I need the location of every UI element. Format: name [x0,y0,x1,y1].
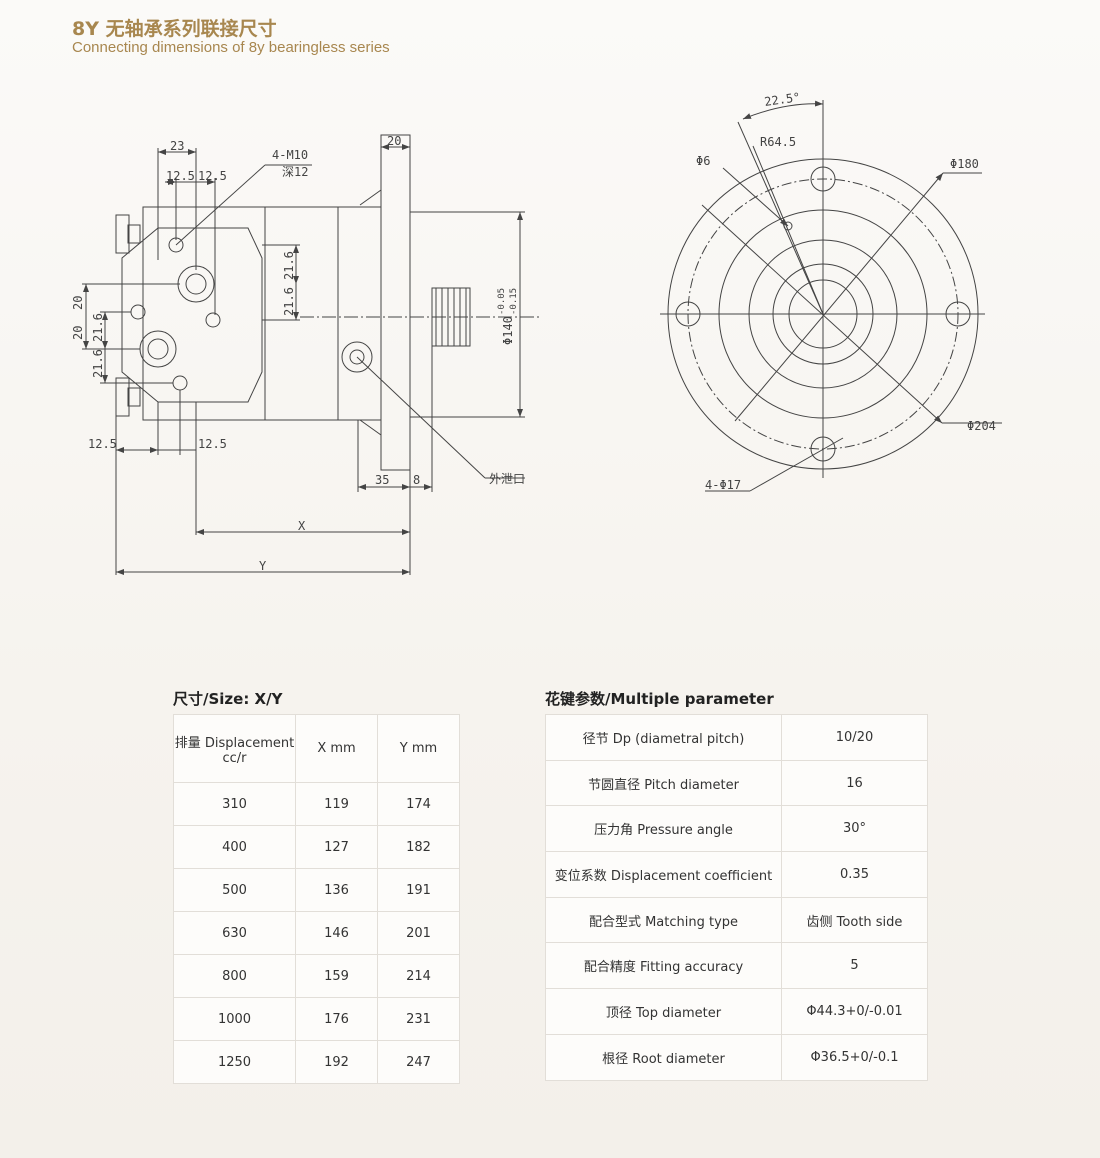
dim-x: X [298,519,306,533]
dim-12-5: 12.5 [166,169,195,183]
dia-204-label: Φ204 [967,419,996,433]
shaft-tol-lower: -0.15 [509,288,519,315]
param-name: 配合型式 Matching type [545,896,782,944]
cell-displacement: 800 [173,954,296,998]
cell-y: 231 [377,997,460,1041]
shaft-tol-upper: -0.05 [497,288,507,315]
dim-20: 20 [387,134,401,148]
param-name: 径节 Dp (diametral pitch) [545,714,782,761]
param-value: Φ36.5+0/-0.1 [781,1033,928,1081]
holes-label: 4-Φ17 [705,478,741,492]
dim-35: 35 [375,473,389,487]
table-row: 径节 Dp (diametral pitch)10/20 [545,714,928,761]
cell-x: 146 [295,911,378,955]
cell-x: 176 [295,997,378,1041]
cell-displacement: 310 [173,782,296,826]
param-name: 顶径 Top diameter [545,988,782,1035]
cell-y: 247 [377,1040,460,1084]
param-name: 变位系数 Displacement coefficient [545,851,782,898]
cell-y: 174 [377,782,460,826]
thread-depth: 深12 [282,165,308,179]
table-header-row: 排量 Displacement cc/r X mm Y mm [173,714,460,783]
dim-20: 20 [71,326,85,340]
radius-label: R64.5 [760,135,796,149]
spline-table-caption: 花键参数/Multiple parameter [545,690,774,708]
dim-23: 23 [170,139,184,153]
dim-20: 20 [71,296,85,310]
param-value: 30° [781,805,928,853]
dia-180-label: Φ180 [950,157,979,171]
spline-table: 径节 Dp (diametral pitch)10/20 节圆直径 Pitch … [545,714,928,1081]
cell-displacement: 630 [173,911,296,955]
cell-displacement: 1000 [173,997,296,1041]
cell-x: 192 [295,1040,378,1084]
cell-x: 127 [295,825,378,869]
dim-12-5: 12.5 [198,437,227,451]
side-view [82,134,540,575]
param-name: 根径 Root diameter [545,1033,782,1081]
cell-y: 182 [377,825,460,869]
param-value: 0.35 [781,851,928,898]
dim-y: Y [259,559,267,573]
side-view-labels: 23 12.5 12.5 4-M10 深12 20 21.6 21.6 20 2… [71,134,525,573]
cell-x: 136 [295,868,378,912]
param-value: Φ44.3+0/-0.01 [781,988,928,1035]
cell-x: 119 [295,782,378,826]
shaft-diameter: Φ140 [501,316,515,345]
size-table-caption: 尺寸/Size: X/Y [173,690,283,708]
param-name: 压力角 Pressure angle [545,805,782,853]
dim-21-6: 21.6 [282,251,296,280]
technical-drawing: 23 12.5 12.5 4-M10 深12 20 21.6 21.6 20 2… [71,90,1002,575]
page-title: 8Y 无轴承系列联接尺寸 [72,18,277,40]
front-view-labels: 22.5° R64.5 Φ6 Φ180 Φ204 4-Φ17 [696,90,996,492]
page-subtitle: Connecting dimensions of 8y bearingless … [72,39,390,56]
param-value: 10/20 [781,714,928,761]
cell-y: 214 [377,954,460,998]
dim-21-6: 21.6 [282,287,296,316]
cell-displacement: 1250 [173,1040,296,1084]
cell-displacement: 400 [173,825,296,869]
dim-21-6: 21.6 [91,349,105,378]
front-view [660,100,1002,492]
cell-displacement: 500 [173,868,296,912]
param-value: 齿侧 Tooth side [781,896,928,944]
header-x: X mm [295,714,378,783]
header-displacement: 排量 Displacement cc/r [173,714,296,783]
cell-y: 191 [377,868,460,912]
param-name: 配合精度 Fitting accuracy [545,942,782,990]
header-y: Y mm [377,714,460,783]
drain-label: 外泄口 [489,472,525,486]
dim-12-5: 12.5 [198,169,227,183]
thread-label: 4-M10 [272,148,308,162]
param-value: 16 [781,759,928,807]
dim-21-6: 21.6 [91,313,105,342]
param-name: 节圆直径 Pitch diameter [545,759,782,807]
dia-6-label: Φ6 [696,154,710,168]
param-value: 5 [781,942,928,990]
cell-y: 201 [377,911,460,955]
angle-label: 22.5° [763,90,801,109]
cell-x: 159 [295,954,378,998]
dim-12-5: 12.5 [88,437,117,451]
dim-8: 8 [413,473,420,487]
